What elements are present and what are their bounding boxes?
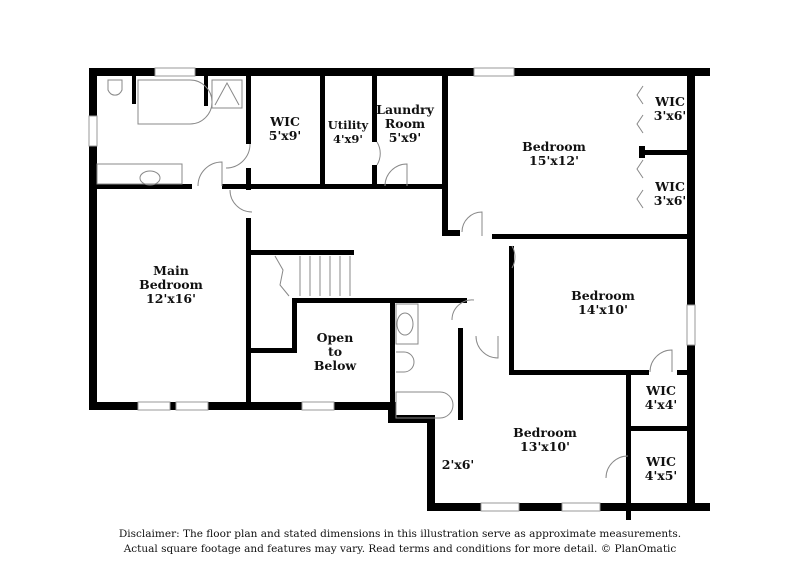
disclaimer: Disclaimer: The floor plan and stated di… — [0, 527, 800, 557]
windows — [88, 67, 696, 512]
room-label-bedroom-1: Bedroom 15'x12' — [522, 139, 586, 168]
room-label-bedroom-2: Bedroom 14'x10' — [571, 288, 635, 317]
disclaimer-line-2: Actual square footage and features may v… — [123, 543, 677, 555]
room-label-closet: 2'x6' — [441, 457, 475, 472]
disclaimer-line-1: Disclaimer: The floor plan and stated di… — [118, 528, 682, 540]
room-label-utility: Utility 4'x9' — [327, 118, 369, 146]
room-label-open-to-below: Open to Below — [313, 330, 357, 373]
room-label-main-bedroom: Main Bedroom 12'x16' — [139, 263, 203, 306]
room-label-wic-5: WIC 4'x5' — [644, 454, 678, 483]
room-label-bedroom-3: Bedroom 13'x10' — [513, 425, 577, 454]
room-label-wic-4: WIC 4'x4' — [644, 383, 678, 412]
room-label-wic-2: WIC 3'x6' — [653, 94, 687, 123]
room-label-wic-3: WIC 3'x6' — [653, 179, 687, 208]
doors-and-fixtures — [96, 79, 673, 479]
room-label-laundry-room: Laundry Room 5'x9' — [376, 102, 434, 145]
room-label-wic-1: WIC 5'x9' — [268, 114, 302, 143]
